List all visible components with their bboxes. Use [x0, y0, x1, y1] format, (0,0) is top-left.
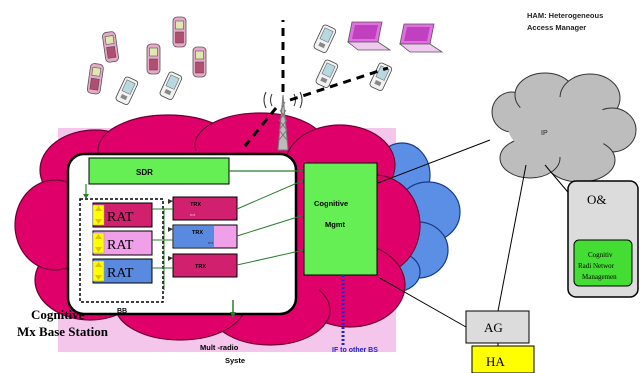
bb-label: BB: [117, 308, 127, 315]
sdr-label: SDR: [136, 168, 153, 177]
ha-box: [471, 345, 535, 373]
sdr-block: [88, 157, 230, 185]
ip-cloud: [491, 72, 637, 183]
om-title: O&: [587, 192, 607, 207]
cognitive-mgmt-line1: Cognitive: [314, 199, 348, 208]
om-inner-line1: Cognitiv: [588, 251, 613, 259]
multi-radio-line1: Mult -radio: [200, 343, 239, 352]
ip-label: IP: [541, 130, 548, 137]
wireless-link: [289, 66, 389, 102]
trx-label: TRX: [190, 202, 201, 208]
rat-label: RAT: [107, 266, 134, 281]
up-down-arrow-icon: [92, 232, 105, 254]
mobile-devices: [86, 16, 443, 106]
ag-label: AG: [484, 320, 503, 335]
pda-icon: [368, 61, 394, 92]
ha-label: HA: [486, 354, 505, 369]
laptop-icon: [399, 23, 443, 53]
trx-block: TRX: [172, 253, 238, 278]
om-inner-line3: Managemen: [582, 273, 617, 281]
trx-label: TRX: [192, 230, 203, 236]
rat-block: RAT: [92, 258, 153, 284]
rat-block: RAT: [92, 230, 153, 256]
up-down-arrow-icon: [92, 260, 105, 282]
pda-icon: [158, 70, 184, 101]
cognitive-mgmt-block: [303, 162, 378, 276]
bidirectional-arrow-icon: ⇔: [188, 209, 197, 219]
trx-block: TRX ⇔: [172, 196, 238, 221]
legend-ham-line2: Access Manager: [527, 23, 586, 32]
base-station-title-line1: Cognitive: [31, 307, 85, 322]
phone-icon: [146, 43, 161, 75]
phone-icon: [86, 62, 105, 95]
phone-icon: [172, 16, 187, 48]
network-links: [377, 139, 584, 346]
legend-ham-line1: HAM: Heterogeneous: [527, 11, 603, 20]
om-inner-line2: Radi Networ: [578, 262, 615, 270]
antenna-tower-icon: [263, 91, 303, 151]
multi-radio-line2: Syste: [225, 356, 245, 365]
baseband-box: [79, 198, 164, 303]
up-down-arrow-icon: [92, 204, 105, 226]
if-other-bs-label: IF to other BS: [332, 347, 378, 354]
rat-label: RAT: [107, 238, 134, 253]
rat-label: RAT: [107, 210, 134, 225]
cognitive-mgmt-line2: Mgmt: [325, 220, 345, 229]
phone-icon: [192, 46, 207, 78]
trx-label: TRX: [195, 264, 206, 270]
internal-links: [152, 179, 305, 290]
arrows: [83, 170, 304, 318]
trx-block: TRX ⇔: [172, 224, 238, 249]
bidirectional-arrow-icon: ⇔: [206, 237, 215, 247]
laptop-icon: [347, 21, 391, 51]
phone-icon: [101, 30, 120, 64]
ag-box: [465, 310, 530, 344]
rat-block: RAT: [92, 202, 153, 228]
base-station-title-line2: Mx Base Station: [17, 324, 109, 339]
pda-icon: [114, 75, 140, 106]
pda-icon: [312, 23, 338, 54]
cognitive-radio-network-mgmt-block: [573, 239, 633, 287]
